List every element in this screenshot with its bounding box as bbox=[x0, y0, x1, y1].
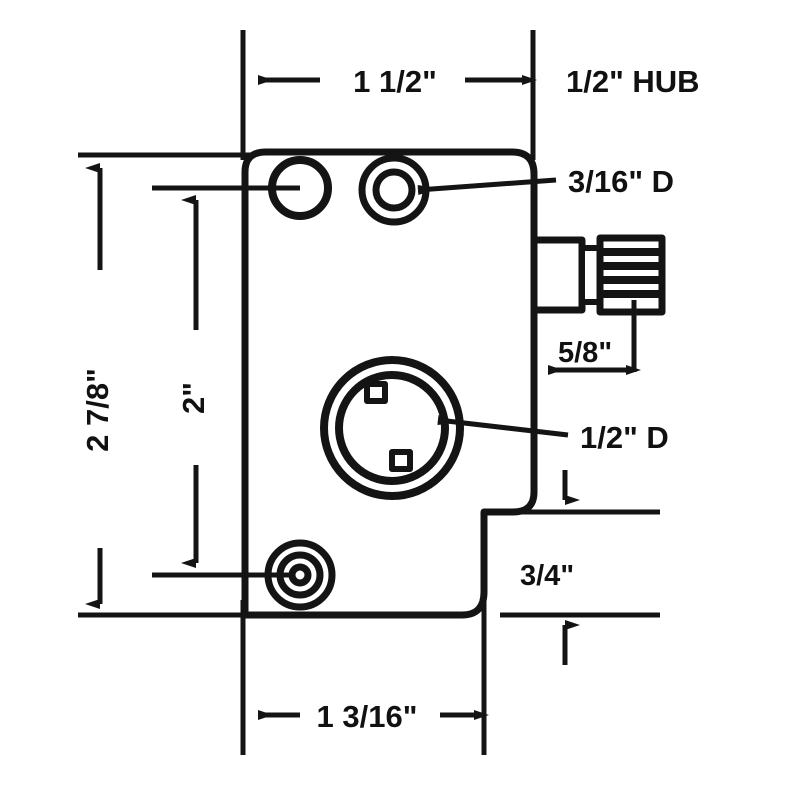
dim-hole-spacing-label: 2" bbox=[176, 382, 211, 414]
dim-overall-height-label: 2 7/8" bbox=[80, 368, 115, 452]
extension-lines bbox=[78, 30, 660, 755]
center-hub-hole bbox=[320, 356, 464, 500]
dim-small-hole-label: 3/16" D bbox=[568, 164, 674, 199]
hub-knurl bbox=[579, 234, 666, 316]
dimension-lines bbox=[85, 75, 641, 720]
leader-lines bbox=[417, 177, 569, 438]
bottom-left-hole bbox=[264, 539, 336, 611]
dim-top-width-label: 1 1/2" bbox=[353, 64, 437, 99]
hub-shaft bbox=[530, 236, 586, 314]
dim-center-hole-label: 1/2" D bbox=[580, 420, 669, 455]
dim-bottom-width-label: 1 3/16" bbox=[317, 699, 418, 734]
dim-hub-offset-label: 5/8" bbox=[558, 337, 612, 369]
top-right-hole bbox=[358, 154, 430, 226]
dim-hub-note-label: 1/2" HUB bbox=[566, 64, 700, 99]
dim-step-height-label: 3/4" bbox=[520, 560, 574, 592]
